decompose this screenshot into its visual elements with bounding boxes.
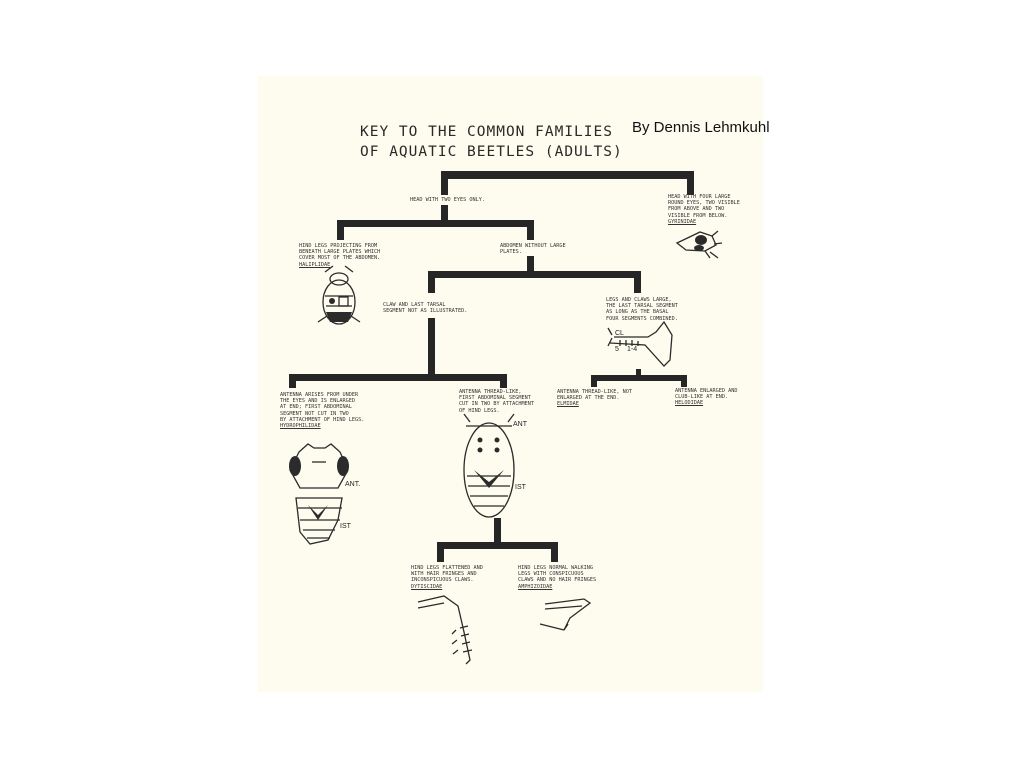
node-text: WITH HAIR FRINGES AND (411, 571, 477, 578)
family-name-dytiscidae: DYTISCIDAE (411, 583, 443, 590)
connector-two-eyes-stem (441, 205, 448, 223)
connector-no-plates (428, 271, 641, 278)
node-text: HIND LEGS PROJECTING FROM (299, 243, 378, 249)
node-text: ABDOMEN WITHOUT LARGE (500, 243, 566, 249)
node-text: OF HIND LEGS. (459, 407, 500, 414)
family-name-haliplidae: HALIPLIDAE (299, 261, 331, 268)
family-name-helodidae: HELODIDAE (675, 400, 704, 407)
node-text: BENEATH LARGE PLATES WHICH (299, 249, 381, 256)
node-helodidae: ANTENNA ENLARGED AND CLUB-LIKE AT END. H… (675, 388, 737, 407)
node-antenna-under: ANTENNA ARISES FROM UNDER THE EYES AND I… (280, 392, 364, 429)
family-name-elmidae: ELMIDAE (557, 401, 579, 408)
node-text: CUT IN TWO BY ATTACHMENT (459, 401, 534, 408)
node-antenna-thread: ANTENNA THREAD-LIKE, FIRST ABDOMINAL SEG… (459, 389, 534, 414)
node-text: THE LAST TARSAL SEGMENT (606, 303, 678, 310)
connector-claw-not (289, 374, 507, 381)
node-elmidae: ANTENNA THREAD-LIKE, NOT ENLARGED AT THE… (557, 389, 632, 408)
node-text: LEGS WITH CONSPICUOUS (518, 571, 584, 578)
node-text: PLATES. (500, 249, 522, 256)
connector-thread-stem (494, 518, 501, 546)
node-text: VISIBLE FROM BELOW. (668, 212, 728, 219)
connector-claws-large-stem (636, 369, 641, 376)
claw-leg-illustration (607, 320, 673, 367)
thread-antenna-illustration (463, 413, 515, 518)
node-text: CLAW AND LAST TARSAL (383, 302, 446, 308)
node-text: ANTENNA THREAD-LIKE, NOT (557, 389, 632, 395)
node-text: FROM ABOVE AND TWO (668, 206, 725, 213)
connector-thread-drop (500, 374, 507, 388)
node-hind-plates: HIND LEGS PROJECTING FROM BENEATH LARGE … (299, 243, 380, 268)
node-text: AS LONG AS THE BASAL (606, 309, 669, 316)
node-text: AT END; FIRST ABDOMINAL (280, 404, 352, 411)
node-text: ENLARGED AT THE END. (557, 395, 620, 402)
node-text: SEGMENT NOT AS ILLUSTRATED. (383, 308, 468, 315)
haliplidae-illustration (317, 265, 361, 325)
node-claw-not: CLAW AND LAST TARSAL SEGMENT NOT AS ILLU… (383, 302, 467, 314)
node-text: LEGS AND CLAWS LARGE, (606, 297, 672, 303)
node-text: HIND LEGS NORMAL WALKING (518, 565, 593, 571)
node-four-eyes: HEAD WITH FOUR LARGE ROUND EYES, TWO VIS… (668, 194, 740, 225)
node-text: THE EYES AND IS ENLARGED (280, 398, 355, 405)
connector-hydrophilidae-drop (289, 374, 296, 388)
connector-claws-large (591, 375, 687, 381)
tarsal-5-label: 5 (615, 346, 619, 353)
author-credit: By Dennis Lehmkuhl (632, 119, 770, 136)
family-name-gyrinidae: GYRINIDAE (668, 218, 697, 225)
connector-claw-not-stem (428, 318, 435, 380)
connector-haliplidae-drop (337, 220, 344, 240)
connector-dytiscidae-drop (437, 542, 444, 562)
key-title: KEY TO THE COMMON FAMILIES OF AQUATIC BE… (360, 122, 623, 162)
connector-elmidae-drop (591, 375, 597, 387)
hydrophilidae-antenna-label: ANT. (345, 481, 360, 488)
node-text: FOUR SEGMENTS COMBINED. (606, 315, 678, 322)
family-name-amphizoidae: AMPHIZOIDAE (518, 583, 553, 590)
connector-no-plates-drop (527, 220, 534, 240)
amphizoidae-leg-illustration (539, 598, 592, 631)
hydrophilidae-first-segment-label: IST (340, 523, 352, 530)
tarsal-1-4-label: 1-4 (627, 346, 637, 353)
node-text: ANTENNA ARISES FROM UNDER (280, 392, 359, 398)
node-text: HIND LEGS FLATTENED AND (411, 565, 483, 571)
node-two-eyes: HEAD WITH TWO EYES ONLY. (410, 197, 485, 203)
connector-no-plates-stem (527, 256, 534, 274)
connector-claws-large-drop (634, 271, 641, 293)
node-text: HEAD WITH TWO EYES ONLY. (410, 197, 485, 203)
connector-two-eyes (337, 220, 534, 227)
connector-claw-not-drop (428, 271, 435, 293)
node-claws-large: LEGS AND CLAWS LARGE, THE LAST TARSAL SE… (606, 297, 678, 322)
node-text: ROUND EYES, TWO VISIBLE (668, 200, 740, 207)
node-text: ANTENNA ENLARGED AND (675, 388, 738, 394)
title-line-2: OF AQUATIC BEETLES (ADULTS) (360, 144, 623, 160)
node-text: ANTENNA THREAD-LIKE, (459, 389, 522, 395)
title-line-1: KEY TO THE COMMON FAMILIES (360, 124, 613, 140)
node-no-plates: ABDOMEN WITHOUT LARGE PLATES. (500, 243, 566, 255)
node-text: CLUB-LIKE AT END. (675, 394, 729, 401)
gyrinidae-illustration (675, 230, 723, 259)
node-text: SEGMENT NOT CUT IN TWO (280, 410, 349, 417)
node-text: INCONSPICUOUS CLAWS. (411, 577, 474, 584)
connector-root-right (687, 171, 694, 195)
thread-antenna-label: ANT (513, 421, 528, 428)
node-text: BY ATTACHMENT OF HIND LEGS. (280, 416, 365, 423)
connector-root (441, 171, 694, 179)
node-text: COVER MOST OF THE ABDOMEN. (299, 255, 381, 262)
node-dytiscidae: HIND LEGS FLATTENED AND WITH HAIR FRINGE… (411, 565, 483, 590)
dytiscidae-leg-illustration (417, 595, 473, 665)
hydrophilidae-illustration (289, 443, 349, 545)
connector-thread (437, 542, 558, 549)
connector-amphizoidae-drop (551, 542, 558, 562)
node-text: FIRST ABDOMINAL SEGMENT (459, 395, 531, 402)
family-name-hydrophilidae: HYDROPHILIDAE (280, 423, 321, 430)
node-text: HEAD WITH FOUR LARGE (668, 194, 731, 200)
connector-root-left (441, 171, 448, 195)
claw-label: CL (615, 330, 624, 337)
thread-first-segment-label: IST (515, 484, 527, 491)
node-amphizoidae: HIND LEGS NORMAL WALKING LEGS WITH CONSP… (518, 565, 596, 590)
node-text: CLAWS AND NO HAIR FRINGES (518, 577, 597, 584)
connector-helodidae-drop (681, 375, 687, 387)
